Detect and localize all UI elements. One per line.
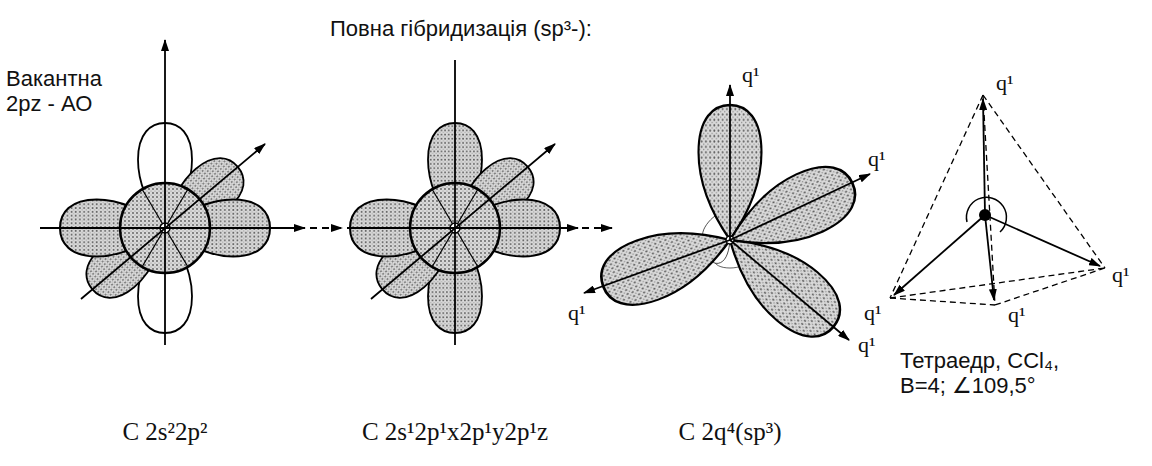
configuration-label: C 2q⁴(sp³) (678, 418, 781, 447)
tetrahedron (890, 95, 1105, 305)
orbital-label: q¹ (862, 300, 884, 325)
orbital-label: q¹ (1006, 302, 1028, 327)
excited-state-orbitals (347, 60, 612, 345)
orbital-label: q¹ (994, 70, 1016, 95)
orbital-label: q¹ (740, 62, 762, 87)
orbital-label: q¹ (566, 300, 588, 325)
configuration-label: C 2s²2p² (122, 418, 207, 447)
hybrid-orbitals (584, 85, 870, 351)
orbital-label: q¹ (1110, 262, 1132, 287)
orbital-label: q¹ (866, 146, 888, 171)
geometry-note: Тетраедр, CCl₄, B=4; ∠109,5° (900, 348, 1110, 399)
orbital-label: q¹ (856, 332, 878, 357)
orbital-note: Вакантна 2pz - АО (6, 66, 128, 117)
configuration-label: C 2s¹2p¹x2p¹y2p¹z (362, 418, 548, 447)
diagram-title: Повна гібридизація (sp³-): (330, 16, 592, 41)
